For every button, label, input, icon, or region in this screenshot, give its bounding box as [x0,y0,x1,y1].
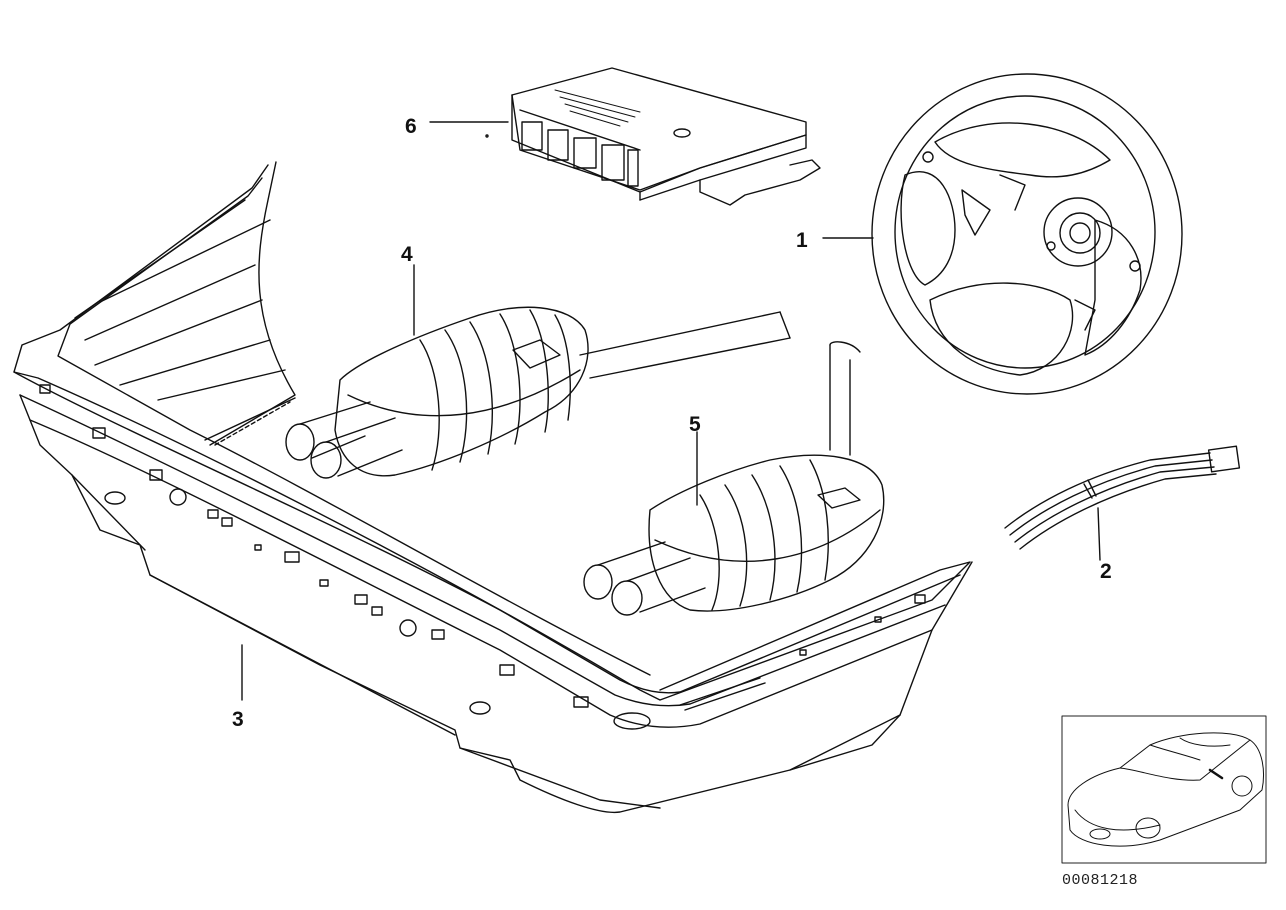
wiring-harness-icon [1004,445,1241,561]
steering-wheel-icon [822,73,1183,395]
diagram-id: 00081218 [1062,872,1139,889]
callout-2: 2 [1100,560,1112,583]
control-module-icon [429,67,821,206]
rear-muffler-left-icon [285,264,791,479]
vehicle-locator-icon [1061,715,1267,864]
rear-bumper-icon [13,161,973,814]
callout-5: 5 [689,413,701,436]
callout-4: 4 [401,243,413,266]
rear-muffler-right-icon [583,341,885,616]
callout-6: 6 [405,115,417,138]
callout-3: 3 [232,708,244,731]
callout-1: 1 [796,229,808,252]
